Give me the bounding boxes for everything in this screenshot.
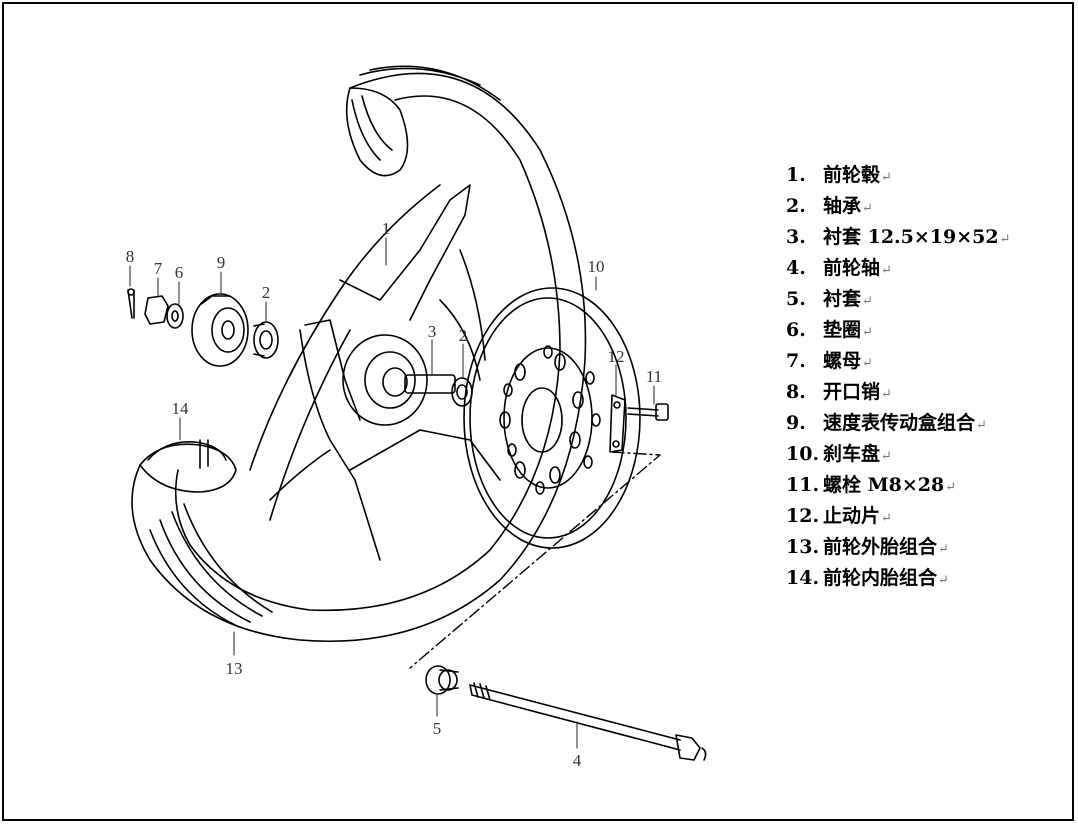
part-number: 12. (786, 505, 820, 527)
callout-7: 7 (154, 259, 163, 278)
parts-list-item: 7. 螺母↵ (786, 346, 1011, 377)
callout-8: 8 (126, 247, 135, 266)
part-name: 速度表传动盒组合 (823, 412, 976, 434)
part-number: 8. (786, 381, 806, 403)
front-tire (131, 65, 587, 643)
part-number: 2. (786, 195, 806, 217)
callout-5: 5 (433, 719, 442, 738)
part-number: 5. (786, 288, 806, 310)
brake-disc (463, 287, 641, 549)
part-name: 螺栓 M8×28 (823, 474, 945, 496)
leader-lines (129, 237, 655, 749)
wheel-hub (249, 184, 501, 561)
callout-14: 14 (172, 399, 190, 418)
parts-list-item: 12.止动片↵ (786, 501, 1011, 532)
part-name: 垫圈 (823, 319, 862, 341)
parts-list-item: 5. 衬套↵ (786, 284, 1011, 315)
paragraph-mark: ↵ (976, 418, 987, 433)
callout-3: 3 (428, 322, 437, 341)
callout-2-right: 2 (459, 326, 468, 345)
paragraph-mark: ↵ (945, 480, 957, 495)
part-name: 轴承 (823, 195, 862, 217)
paragraph-mark: ↵ (881, 170, 892, 185)
parts-list-item: 14.前轮内胎组合↵ (786, 563, 1011, 594)
part-number: 4. (786, 257, 806, 279)
paragraph-mark: ↵ (881, 387, 892, 402)
axle-and-bushing (425, 665, 707, 761)
part-number: 10. (786, 443, 820, 465)
paragraph-mark: ↵ (862, 294, 873, 309)
paragraph-mark: ↵ (862, 325, 873, 340)
callout-12: 12 (608, 347, 625, 366)
callout-9: 9 (217, 253, 226, 272)
callout-labels: 1 8 7 6 9 2 3 2 10 11 12 14 13 5 4 (126, 219, 662, 770)
parts-list-item: 13.前轮外胎组合↵ (786, 532, 1011, 563)
paragraph-mark: ↵ (862, 201, 873, 216)
paragraph-mark: ↵ (881, 511, 892, 526)
callout-4: 4 (573, 751, 582, 770)
alignment-line (409, 451, 661, 669)
parts-list-item: 10.刹车盘↵ (786, 439, 1011, 470)
paragraph-mark: ↵ (862, 356, 873, 371)
parts-list-item: 11.螺栓 M8×28↵ (786, 470, 1011, 501)
part-name: 衬套 12.5×19×52 (823, 226, 999, 248)
part-number: 14. (786, 567, 820, 589)
callout-6: 6 (175, 263, 184, 282)
part-name: 前轮内胎组合 (823, 567, 938, 589)
part-number: 7. (786, 350, 806, 372)
part-number: 6. (786, 319, 806, 341)
paragraph-mark: ↵ (881, 263, 892, 278)
part-number: 1. (786, 164, 806, 186)
paragraph-mark: ↵ (938, 542, 949, 557)
part-number: 9. (786, 412, 806, 434)
parts-list-item: 1. 前轮毂↵ (786, 160, 1011, 191)
part-number: 3. (786, 226, 806, 248)
paragraph-mark: ↵ (999, 232, 1011, 247)
part-name: 前轮毂 (823, 164, 881, 186)
parts-list-item: 2. 轴承↵ (786, 191, 1011, 222)
part-name: 衬套 (823, 288, 862, 310)
parts-list-item: 3. 衬套 12.5×19×52↵ (786, 222, 1011, 253)
part-name: 前轮外胎组合 (823, 536, 938, 558)
callout-2-left: 2 (262, 283, 271, 302)
parts-list-item: 6. 垫圈↵ (786, 315, 1011, 346)
callout-10: 10 (588, 257, 605, 276)
part-number: 11. (786, 474, 820, 496)
inner-tube (147, 439, 227, 469)
part-name: 前轮轴 (823, 257, 881, 279)
part-name: 止动片 (823, 505, 881, 527)
part-name: 刹车盘 (823, 443, 881, 465)
paragraph-mark: ↵ (938, 573, 949, 588)
callout-1: 1 (382, 219, 391, 238)
parts-list-item: 4. 前轮轴↵ (786, 253, 1011, 284)
part-name: 开口销 (823, 381, 881, 403)
parts-list-item: 9. 速度表传动盒组合↵ (786, 408, 1011, 439)
parts-list: 1.前轮毂↵2.轴承↵3.衬套 12.5×19×52↵4.前轮轴↵5.衬套↵6.… (786, 160, 1011, 594)
part-number: 13. (786, 536, 820, 558)
paragraph-mark: ↵ (881, 449, 892, 464)
part-name: 螺母 (823, 350, 862, 372)
left-side-parts (127, 288, 279, 367)
lock-plate-and-bolt (609, 394, 669, 453)
callout-13: 13 (226, 659, 243, 678)
parts-list-item: 8. 开口销↵ (786, 377, 1011, 408)
callout-11: 11 (646, 367, 662, 386)
